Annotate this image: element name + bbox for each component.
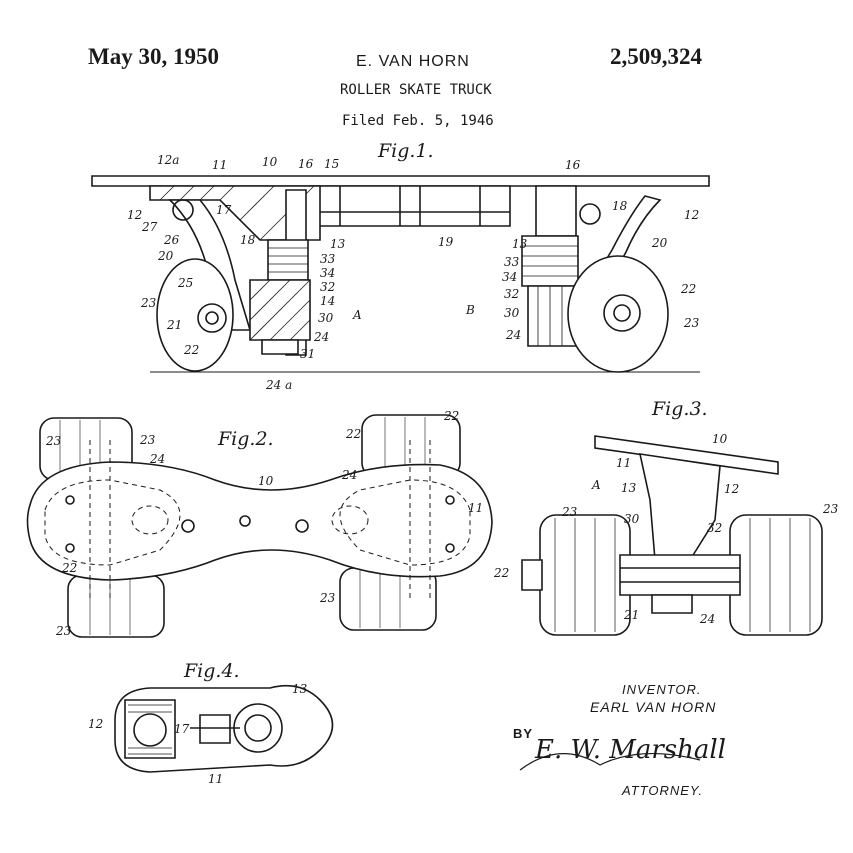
- ref-label: 34: [320, 266, 336, 280]
- ref-label: 11: [212, 158, 228, 172]
- ref-label: 12a: [157, 153, 180, 167]
- ref-label: 13: [621, 481, 637, 495]
- ref-label: 13: [512, 237, 528, 251]
- patent-title: ROLLER SKATE TRUCK: [340, 82, 492, 98]
- ref-label: 22: [346, 427, 362, 441]
- signature-flourish: [520, 754, 700, 770]
- ref-label: 11: [468, 501, 484, 515]
- ref-label: 21: [624, 608, 640, 622]
- ref-label: 12: [724, 482, 740, 496]
- fig2-drawing: [28, 415, 493, 637]
- ref-label: 12: [88, 717, 104, 731]
- ref-label: 23: [823, 502, 839, 516]
- ref-label: 18: [612, 199, 628, 213]
- ref-label: 23: [140, 433, 156, 447]
- ref-label: 32: [707, 521, 723, 535]
- ref-label: 30: [318, 311, 334, 325]
- filed-date: Filed Feb. 5, 1946: [342, 113, 494, 129]
- fig2-title: Fig.2.: [218, 428, 274, 450]
- ref-label: B: [466, 303, 475, 317]
- attorney-caption: ATTORNEY.: [622, 783, 704, 798]
- ref-label: 23: [320, 591, 336, 605]
- ref-label: 11: [616, 456, 632, 470]
- ref-label: 24: [314, 330, 330, 344]
- inventor-full-name: EARL VAN HORN: [590, 699, 717, 715]
- ref-label: 26: [164, 233, 180, 247]
- ref-label: 20: [652, 236, 668, 250]
- ref-label: 15: [324, 157, 340, 171]
- fig1-title: Fig.1.: [378, 140, 434, 162]
- ref-label: 11: [208, 772, 224, 786]
- ref-label: A: [592, 478, 601, 492]
- ref-label: 13: [292, 682, 308, 696]
- ref-label: 23: [56, 624, 72, 638]
- fig1-drawing: [92, 176, 709, 372]
- ref-label: 31: [300, 347, 316, 361]
- ref-label: 25: [178, 276, 194, 290]
- ref-label: 23: [562, 505, 578, 519]
- ref-label: 16: [565, 158, 581, 172]
- patent-number: 2,509,324: [610, 44, 702, 69]
- ref-label: 22: [184, 343, 200, 357]
- ref-label: 22: [62, 561, 78, 575]
- ref-label: 30: [504, 306, 520, 320]
- ref-label: 32: [504, 287, 520, 301]
- ref-label: 21: [167, 318, 183, 332]
- ref-label: 20: [158, 249, 174, 263]
- ref-label: 19: [438, 235, 454, 249]
- ref-label: 13: [330, 237, 346, 251]
- ref-label: 14: [320, 294, 336, 308]
- ref-label: 33: [504, 255, 520, 269]
- ref-label: 10: [712, 432, 728, 446]
- ref-label: 18: [240, 233, 256, 247]
- ref-label: 23: [141, 296, 157, 310]
- ref-label: 27: [142, 220, 158, 234]
- fig4-title: Fig.4.: [184, 660, 240, 682]
- inventor-caption: INVENTOR.: [622, 682, 702, 697]
- ref-label: 24: [342, 468, 358, 482]
- ref-label: 23: [46, 434, 62, 448]
- ref-label: 12: [127, 208, 143, 222]
- ref-label: 24: [700, 612, 716, 626]
- ref-label: 34: [502, 270, 518, 284]
- patent-date: May 30, 1950: [88, 44, 219, 69]
- ref-label: 17: [174, 722, 190, 736]
- ref-label: 16: [298, 157, 314, 171]
- fig3-title: Fig.3.: [652, 398, 708, 420]
- ref-label: 33: [320, 252, 336, 266]
- attorney-signature: E. W. Marshall: [535, 735, 726, 765]
- fig3-drawing: [522, 436, 822, 635]
- ref-label: 22: [494, 566, 510, 580]
- inventor-header: E. VAN HORN: [356, 53, 470, 70]
- ref-label: 24: [506, 328, 522, 342]
- ref-label: 23: [684, 316, 700, 330]
- ref-label: 32: [320, 280, 336, 294]
- ref-label: 10: [258, 474, 274, 488]
- by-label: BY: [513, 726, 534, 741]
- ref-label: 10: [262, 155, 278, 169]
- ref-label: A: [353, 308, 362, 322]
- ref-label: 24 a: [266, 378, 293, 392]
- fig4-drawing: [115, 686, 333, 772]
- ref-label: 30: [624, 512, 640, 526]
- ref-label: 17: [216, 203, 232, 217]
- ref-label: 22: [444, 409, 460, 423]
- ref-label: 22: [681, 282, 697, 296]
- ref-label: 24: [150, 452, 166, 466]
- ref-label: 12: [684, 208, 700, 222]
